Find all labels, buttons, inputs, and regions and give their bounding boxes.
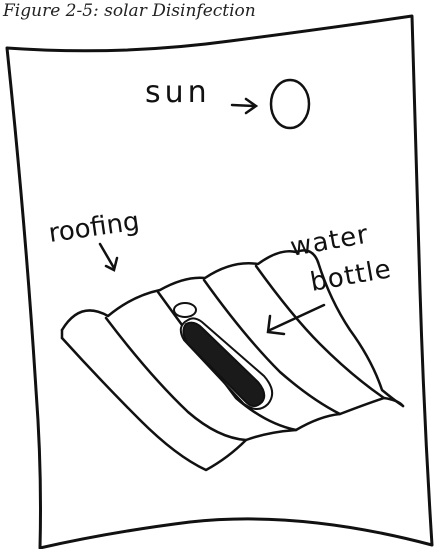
water-bottle-icon [174,303,272,409]
bottle-label: bottle [308,254,394,298]
roofing-arrow [100,244,117,270]
water-label: water [288,220,371,263]
sun-arrow [232,99,256,113]
sun-label: sun [145,75,211,110]
roofing-label: roofing [47,207,142,249]
sun-icon [271,80,309,128]
